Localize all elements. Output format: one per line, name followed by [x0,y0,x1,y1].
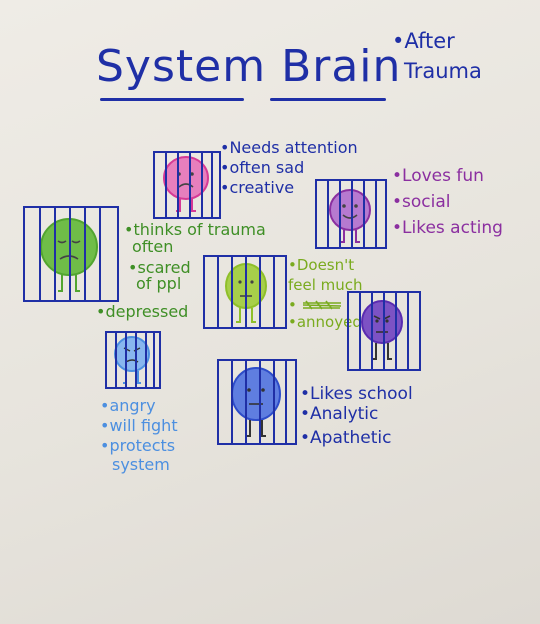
purple-note-1: •Loves fun [392,166,484,186]
pink-note-2: •often sad [220,157,305,177]
royal-note-2: •Analytic [300,403,379,424]
pink-notes: •Needs attention •often sad •creative [220,138,358,197]
purple-caged-character-illustration [315,179,387,249]
purple-note-3: •Likes acting [392,217,503,238]
pink-caged-character-illustration [153,151,221,219]
lime-note-4: •annoyed [288,313,362,332]
green-notes: •thinks of trauma often •scared of ppl [124,220,266,294]
royal-note-3: •Apathetic [300,427,392,448]
sky-note-2: •will fight [100,415,178,435]
lime-notes: •Doesn't feel much • •annoyed [288,256,363,332]
pink-note-3: •creative [220,177,295,197]
sky-note-3: •protects [100,435,176,455]
subtitle-trauma: Trauma [404,59,482,83]
royal-notes: •Likes school •Analytic •Apathetic [300,384,413,448]
title-underline-2 [270,98,386,101]
purple-notes: •Loves fun •social •Likes acting [392,166,503,238]
green-note-2: often [132,236,174,256]
sky-caged-character-illustration [105,331,161,389]
sky-note-1: •angry [100,396,156,415]
royal-note-1: •Likes school [300,384,413,404]
green-note-4: of ppl [136,274,182,294]
purple-note-2: •social [392,191,451,212]
green-note-3: •scared [128,257,191,277]
lime-note-3-bullet: • [288,295,297,314]
green-caged-character-illustration [23,206,119,302]
lime-note-3: • [288,295,363,314]
sky-note-4: system [112,455,170,475]
violet-caged-character-illustration [347,291,421,371]
sky-notes: •angry •will fight •protects system [100,396,178,475]
green-note-1: •thinks of trauma [124,220,266,239]
pink-note-1: •Needs attention [220,138,358,157]
scribbled-out-word-icon [302,300,341,309]
green-note-5: •depressed [96,302,189,321]
subtitle-after: •After [392,29,455,53]
lime-note-2: feel much [288,275,363,294]
royal-blue-caged-character-illustration [217,359,297,445]
page-title: System Brain [96,41,402,92]
lime-note-1: •Doesn't [288,256,355,274]
lime-caged-character-illustration [203,255,287,329]
title-underline-1 [100,98,244,101]
